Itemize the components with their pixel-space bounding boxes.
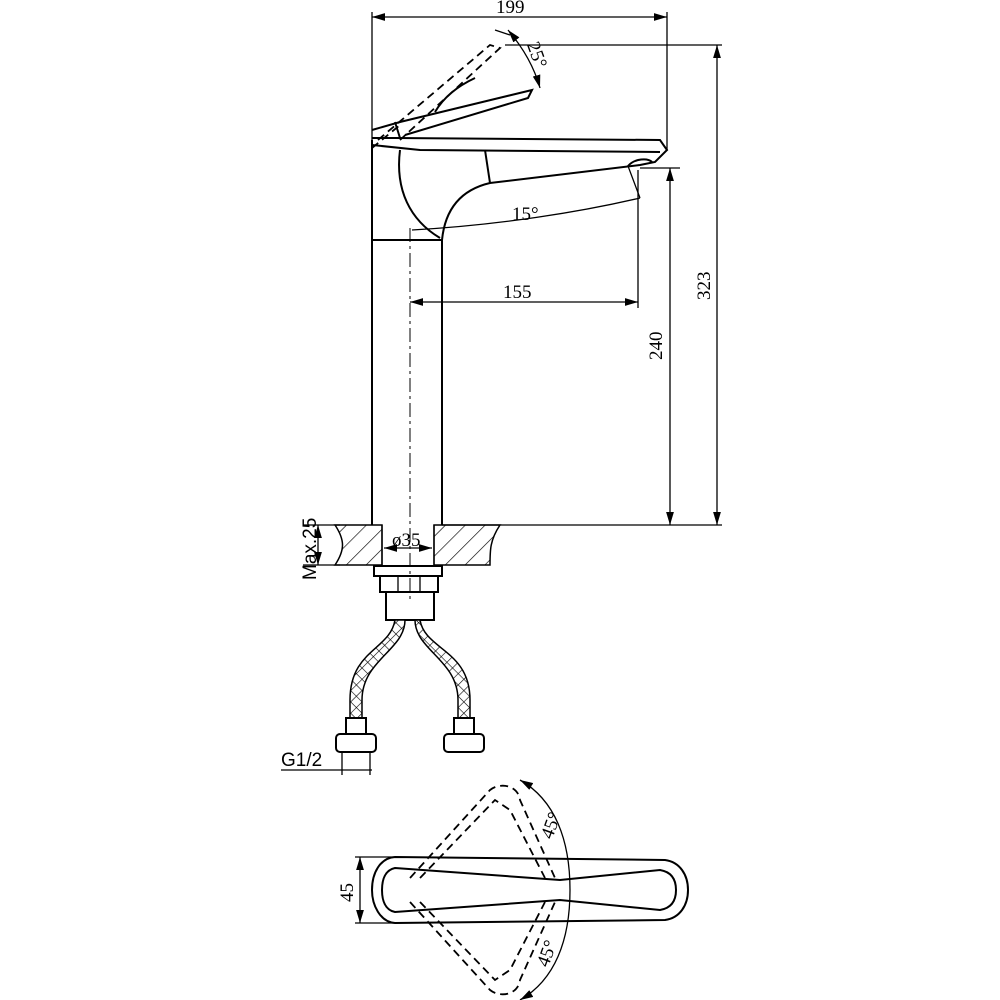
spout-angle-arc	[411, 197, 641, 231]
countertop-section	[303, 524, 502, 566]
faucet-top-view	[355, 779, 690, 1000]
width-label: 199	[496, 0, 525, 18]
total-height-label: 323	[694, 272, 715, 301]
mounting-fittings	[281, 565, 485, 775]
spout-height-label: 240	[646, 332, 667, 361]
rotation-left-label: 45°	[537, 810, 566, 842]
thread-label: G1/2	[281, 750, 322, 771]
reach-label: 155	[503, 282, 532, 303]
max-thickness-label: Max.25	[300, 518, 321, 580]
angle-25-label: 25°	[522, 39, 551, 71]
hole-diameter-label: ø35	[392, 530, 421, 551]
handle-width-label: 45	[337, 883, 358, 902]
spout-angle-label: 15°	[512, 204, 539, 225]
width-dimension	[371, 12, 668, 150]
right-hose	[414, 619, 471, 719]
faucet-side-view	[371, 29, 669, 600]
left-hose	[349, 619, 406, 719]
